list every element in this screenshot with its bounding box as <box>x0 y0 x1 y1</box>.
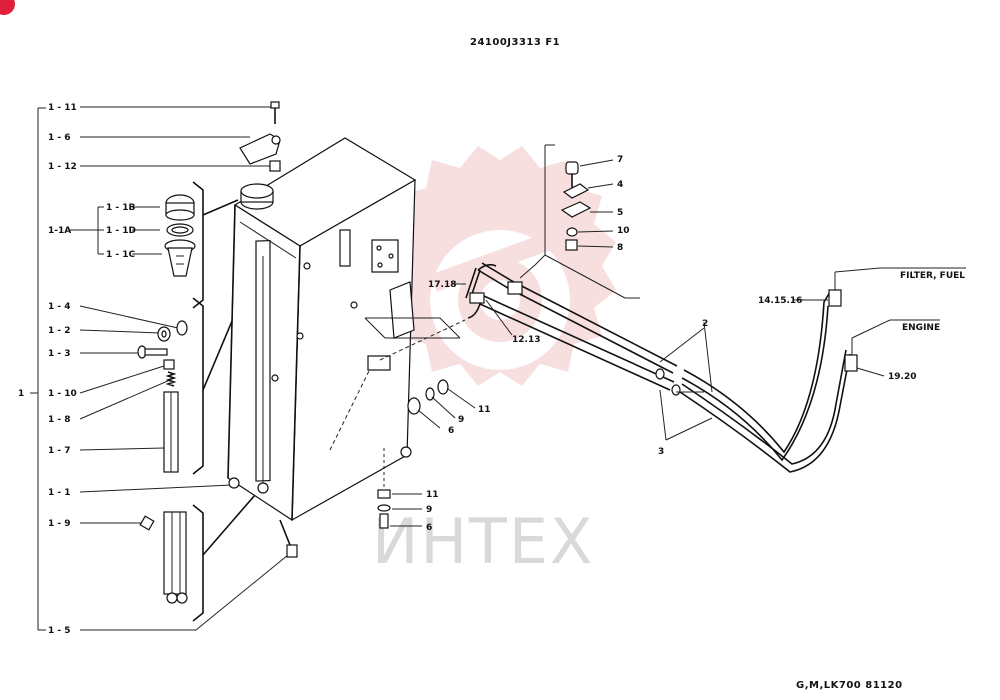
label-1-8: 1 - 8 <box>48 415 71 425</box>
drawing-footer-code: G,M,LK700 81120 <box>796 680 903 691</box>
part-cap-1-1b <box>165 194 195 221</box>
label-6-upper: 6 <box>448 426 454 436</box>
label-11-lower: 11 <box>426 490 439 500</box>
part-strainer-1-1c <box>164 239 196 277</box>
pipe-clamp-group <box>519 144 640 299</box>
label-11-upper: 11 <box>478 405 491 415</box>
label-4: 4 <box>617 180 623 190</box>
leader-lines <box>79 106 289 631</box>
label-filter-fuel: FILTER, FUEL <box>900 271 965 281</box>
drain-hardware-upper <box>407 379 476 429</box>
part-plug-1-9 <box>139 515 155 531</box>
label-1-4: 1 - 4 <box>48 302 71 312</box>
part-bolt-1-11 <box>270 101 280 124</box>
label-1-1: 1 - 1 <box>48 488 71 498</box>
drain-hardware-lower <box>377 448 422 529</box>
label-1-1a: 1-1A <box>48 226 71 236</box>
label-1-12: 1 - 12 <box>48 162 77 172</box>
label-1-5: 1 - 5 <box>48 626 71 636</box>
label-1-10: 1 - 10 <box>48 389 77 399</box>
label-3: 3 <box>658 447 664 457</box>
label-1-9: 1 - 9 <box>48 519 71 529</box>
label-1-1b: 1 - 1B <box>106 203 136 213</box>
label-8: 8 <box>617 243 623 253</box>
label-1-11: 1 - 11 <box>48 103 77 113</box>
label-19-20: 19.20 <box>888 372 916 382</box>
label-1-6: 1 - 6 <box>48 133 71 143</box>
part-nut-1-12 <box>269 160 281 172</box>
label-6-lower: 6 <box>426 523 432 533</box>
left-bracket-lines <box>30 107 104 631</box>
watermark-text: ИНТЕХ <box>372 505 595 578</box>
fuel-tank-1-1 <box>227 137 417 558</box>
label-2: 2 <box>702 319 708 329</box>
label-1: 1 <box>18 389 24 399</box>
part-gauge-tube-1-7 <box>163 391 179 473</box>
part-washer-1-4 <box>176 320 188 336</box>
part-clamp-1-6 <box>239 133 281 165</box>
part-fitting-1-2 <box>157 326 171 342</box>
part-bolt-1-3 <box>137 345 168 359</box>
label-1-3: 1 - 3 <box>48 349 71 359</box>
part-nut-1-10 <box>163 359 175 370</box>
label-engine: ENGINE <box>902 323 940 333</box>
drawing-title: 24100J3313 F1 <box>470 37 560 48</box>
label-1-1d: 1 - 1D <box>106 226 136 236</box>
label-9-lower: 9 <box>426 505 432 515</box>
label-1-7: 1 - 7 <box>48 446 71 456</box>
fuel-lines-2-3 <box>465 262 858 473</box>
label-1-1c: 1 - 1C <box>106 250 136 260</box>
label-10: 10 <box>617 226 630 236</box>
label-12-13: 12.13 <box>512 335 540 345</box>
corner-badge <box>0 0 15 15</box>
right-leader-lines <box>452 267 966 441</box>
label-9-upper: 9 <box>458 415 464 425</box>
tank-bracket <box>329 281 466 451</box>
part-gasket-1-1d <box>166 223 194 237</box>
label-5: 5 <box>617 208 623 218</box>
callout-labels: 1 - 11 1 - 6 1 - 12 1 - 1B 1-1A 1 - 1D 1… <box>18 103 965 636</box>
part-gauge-assembly-1-9 <box>163 511 188 604</box>
label-7: 7 <box>617 155 623 165</box>
label-14-15-16: 14.15.16 <box>758 296 802 306</box>
part-spring-1-8 <box>165 371 177 387</box>
label-17-18: 17.18 <box>428 280 456 290</box>
label-1-2: 1 - 2 <box>48 326 71 336</box>
